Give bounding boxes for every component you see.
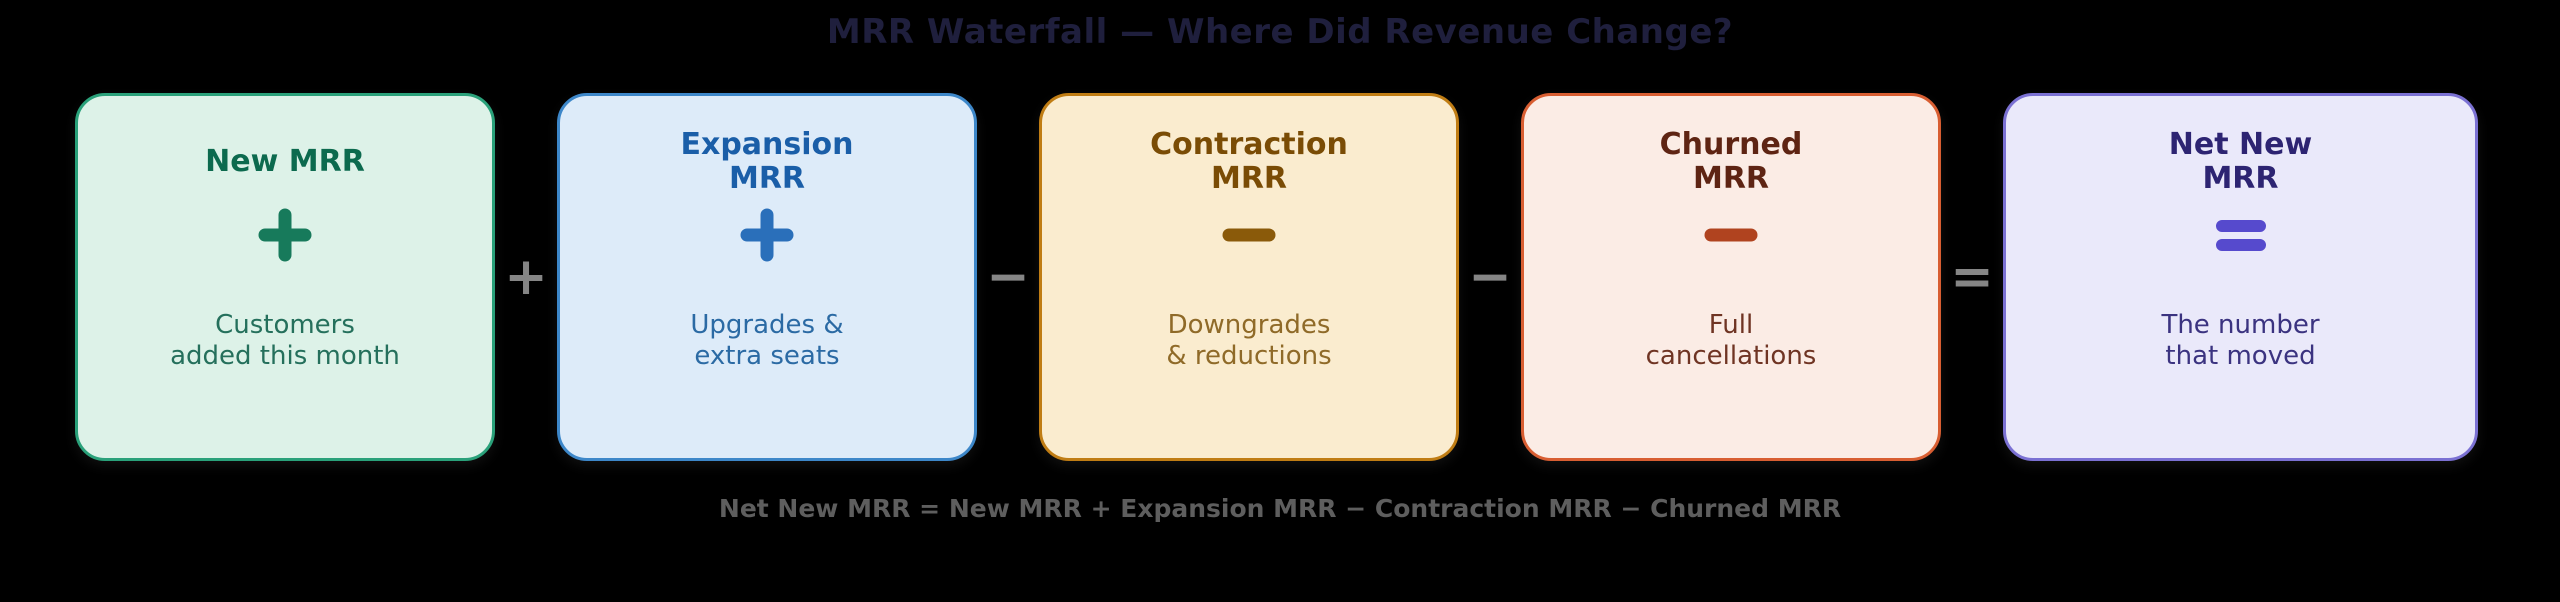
card-description-line: Downgrades [1167,310,1331,340]
card-description-line: & reductions [1166,341,1332,371]
card-description: Downgrades & reductions [1166,310,1331,372]
card-new-mrr: New MRR Customers added this month [75,93,495,461]
operator-symbol: − [986,247,1030,307]
plus-icon [739,204,795,266]
card-title-line: Churned [1659,127,1803,162]
formula-caption: Net New MRR = New MRR + Expansion MRR − … [718,494,1842,523]
card-title-line: Net New [2168,127,2313,162]
operator-equals: = [1941,93,2003,461]
card-title-line: MRR [2202,161,2279,196]
page-title: MRR Waterfall — Where Did Revenue Change… [826,12,1734,52]
card-description-line: Full [1708,310,1754,340]
operator-plus: + [495,93,557,461]
card-description-line: that moved [2165,341,2316,371]
card-title-line: New MRR [205,144,365,179]
card-description-line: The number [2161,310,2320,340]
card-description-line: Upgrades & [690,310,844,340]
card-contraction-mrr: Contraction MRR Downgrades & reductions [1039,93,1459,461]
card-title-line: MRR [1210,161,1288,196]
card-description-line: cancellations [1645,341,1817,371]
card-title-line: MRR [1692,161,1770,196]
card-description-line: extra seats [694,341,840,371]
equals-icon [2213,204,2269,266]
card-description: Customers added this month [170,310,400,372]
plus-icon [257,204,313,266]
card-churned-mrr: Churned MRR Full cancellations [1521,93,1941,461]
minus-icon [1703,204,1759,266]
operator-symbol: = [1950,247,1994,307]
card-description: The number that moved [2161,310,2319,372]
card-title: Expansion MRR [680,126,853,198]
minus-icon [1221,204,1277,266]
operator-symbol: − [1468,247,1512,307]
card-title: Contraction MRR [1150,126,1348,198]
card-description-line: Customers [215,310,355,340]
card-title: New MRR [205,126,365,198]
card-title-line: MRR [728,161,806,196]
card-description-line: added this month [170,341,400,371]
card-title-line: Expansion [680,127,854,162]
card-description: Upgrades & extra seats [690,310,843,372]
card-description: Full cancellations [1646,310,1817,372]
operator-symbol: + [504,247,548,307]
operator-minus: − [977,93,1039,461]
card-title: Net New MRR [2169,126,2312,198]
operator-minus: − [1459,93,1521,461]
card-title-line: Contraction [1150,127,1348,162]
card-title: Churned MRR [1660,126,1803,198]
card-expansion-mrr: Expansion MRR Upgrades & extra seats [557,93,977,461]
cards-row: New MRR Customers added this month + Exp… [0,93,2560,461]
card-net-new-mrr: Net New MRR The number that moved [2003,93,2478,461]
